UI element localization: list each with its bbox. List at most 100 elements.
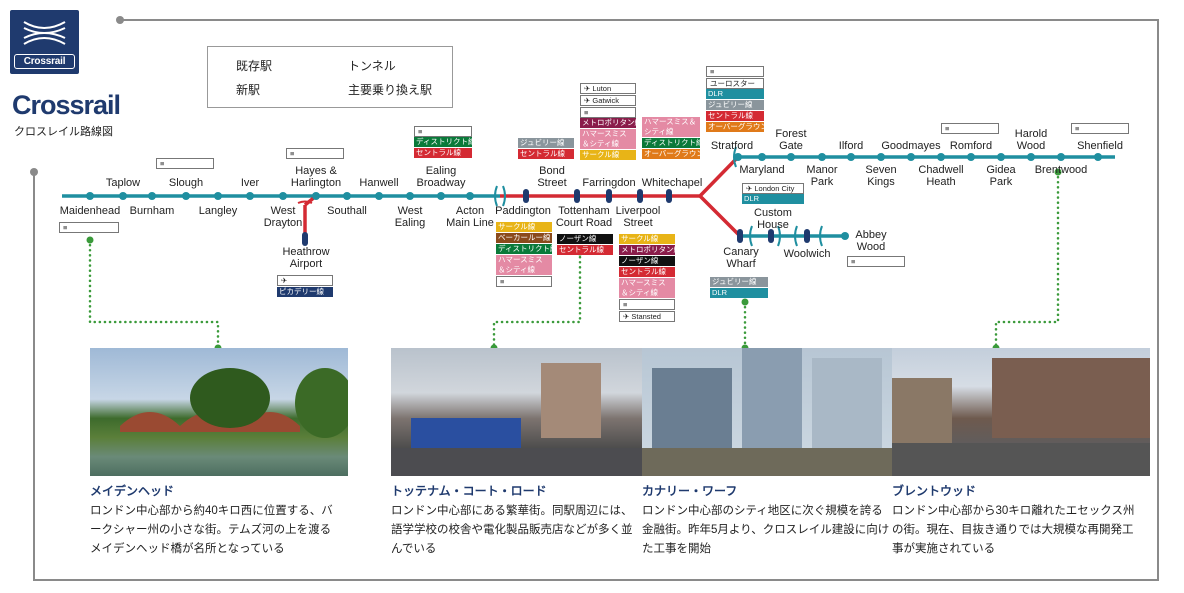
feature-title-maidenhead: メイデンヘッド [90,484,175,498]
station-romford: Romford [949,140,993,152]
tag-piccadilly: ピカデリー線 [277,287,333,297]
station-burnham: Burnham [129,205,175,217]
rail-icon: ≡ [619,299,675,310]
tag-hammersmith: ハマースミス＆シティ線 [496,255,552,275]
station-shenfield: Shenfield [1077,140,1123,152]
feature-title-brentwood: ブレントウッド [892,484,977,498]
tag-district: ディストリクト線 [496,244,552,254]
feature-desc-canary: ロンドン中心部のシティ地区に次ぐ規模を誇る金融街。昨年5月より、クロスレイル建設… [642,505,890,555]
tag-overground: オーバーグラウンド [706,122,764,132]
tag-metropolitan: メトロポリタン線 [619,245,675,255]
rail-icon: ≡ [706,66,764,77]
station-hanwell: Hanwell [359,177,399,189]
station-whitechapel: Whitechapel [641,177,703,189]
station-farringdon: Farringdon [582,177,636,189]
airport-icon: ✈ [277,275,333,286]
tag-circle: サークル線 [619,234,675,244]
feature-title-canary: カナリー・ワーフ [642,484,738,498]
tag-jubilee: ジュビリー線 [706,100,764,110]
legend-new: 新駅 [236,83,261,97]
tag-metropolitan: メトロポリタン線 [580,118,636,128]
tag-central: セントラル線 [619,267,675,277]
tag-dlr: DLR [710,288,768,298]
photo-canary-wharf [642,348,900,476]
rail-icon: ≡ [847,256,905,267]
tag-bakerloo: ベーカールー線 [496,233,552,243]
station-iver: Iver [240,177,260,189]
airport-luton: ✈ Luton [580,83,636,94]
tag-hammersmith: ハマースミス＆シティ線 [619,278,675,298]
station-hayes: Hayes &Harlington [290,165,342,189]
rail-icon: ≡ [496,276,552,287]
tag-circle: サークル線 [496,222,552,232]
page-subtitle: クロスレイル路線図 [14,126,113,138]
station-taplow: Taplow [105,177,141,189]
station-brentwood: Brentwood [1034,164,1088,176]
tag-central: セントラル線 [518,149,574,159]
station-stratford: Stratford [710,140,754,152]
legend-existing: 既存駅 [236,59,273,73]
photo-maidenhead [90,348,348,476]
station-paddington: Paddington [495,205,551,217]
feature-desc-brentwood: ロンドン中心部から30キロ離れたエセックス州の街。現在、目抜き通りでは大規模な再… [892,505,1135,555]
feature-desc-tottenham: ロンドン中心部にある繁華街。同駅周辺には、語学学校の校舎や電化製品販売店などが多… [391,505,633,555]
tag-central: セントラル線 [706,111,764,121]
station-woolwich: Woolwich [783,248,831,260]
tag-jubilee: ジュビリー線 [710,277,768,287]
station-langley: Langley [198,205,238,217]
rail-icon: ≡ [156,158,214,169]
crossrail-logo: Crossrail [10,10,79,74]
tag-northern: ノーザン線 [557,234,613,244]
airport-stansted: ✈ Stansted [619,311,675,322]
airport-london-city: ✈ London City [742,183,804,194]
station-maryland: Maryland [739,164,785,176]
tag-district: ディストリクト線 [642,138,700,148]
rail-icon: ≡ [59,222,119,233]
station-goodmayes: Goodmayes [881,140,941,152]
rail-icon: ≡ [286,148,344,159]
tag-central: セントラル線 [557,245,613,255]
photo-brentwood [892,348,1150,476]
tag-dlr: DLR [742,194,804,204]
rail-icon: ≡ [941,123,999,134]
tag-northern: ノーザン線 [619,256,675,266]
station-maidenhead: Maidenhead [59,205,121,217]
page-title: Crossrail [12,90,121,120]
tag-dlr: DLR [706,89,764,99]
rail-icon: ≡ [580,107,636,118]
tag-jubilee: ジュビリー線 [518,138,574,148]
tag-central: セントラル線 [414,148,472,158]
station-slough: Slough [168,177,204,189]
photo-tottenham [391,348,649,476]
airport-gatwick: ✈ Gatwick [580,95,636,106]
tag-overground: オーバーグラウンド [642,149,700,159]
tag-hammersmith: ハマースミス＆シティ線 [580,129,636,149]
rail-icon: ≡ [414,126,472,137]
legend-interchange: 主要乗り換え駅 [348,83,433,97]
logo-wordmark: Crossrail [14,54,75,69]
tag-eurostar: ユーロスター [706,78,764,89]
station-southall: Southall [327,205,367,217]
feature-desc-maidenhead: ロンドン中心部から約40キロ西に位置する、バークシャー州の小さな街。テムズ河の上… [90,505,333,555]
tag-district: ディストリクト線 [414,137,472,147]
tag-hammersmith: ハマースミス＆シティ線 [642,117,700,137]
station-ilford: Ilford [838,140,864,152]
